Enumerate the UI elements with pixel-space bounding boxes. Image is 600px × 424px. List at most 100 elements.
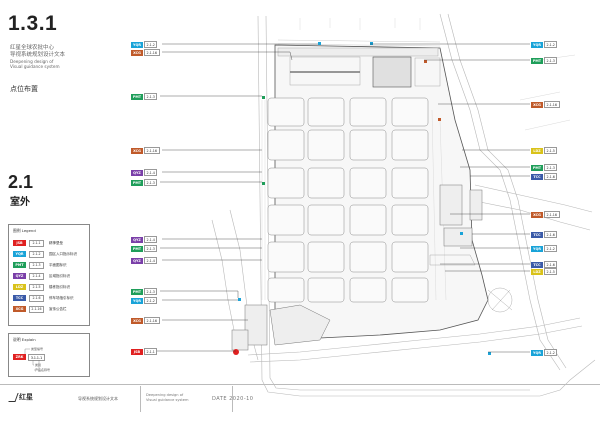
callout-code: XCG [131,49,143,56]
callout-code: QYZ [131,257,143,264]
footer-desc-line-2: Visual guidance system [146,397,189,402]
explain-box: 说明 Explain ZRK 3.1.1-1 类型编号 类别 产品名称号 [8,333,90,377]
callout-code: PMT [531,57,543,64]
callout-code: XCG [531,101,543,108]
callout-num: 2.1.16 [144,317,160,324]
callout-num: 2.1.16 [544,211,560,218]
legend-code: YQR [13,251,26,257]
legend-name: 区域指引标识 [49,273,70,278]
legend-num: 2.1.16 [29,305,44,313]
legend-num: 2.1.1 [29,239,44,247]
explain-note-product: 产品名称号 [35,368,51,372]
footer-desc-line-1: Deepening design of [146,393,184,397]
callout-num: 2.1.5 [544,268,558,275]
doc-title-en-2: Visual guidance system [10,64,60,69]
callout-code: TCC [531,231,543,238]
footer-logo-text: 红星 [19,393,33,401]
callout-num: 2.1.3 [144,288,158,295]
legend-name: 园区入口指示标识 [49,251,77,256]
callout-code: YQR [531,245,543,252]
callout-num: 2.1.6 [544,173,558,180]
callout-num: 2.1.2 [144,41,158,48]
location-title: 点位布置 [10,85,38,93]
callout-code: LDZ [531,268,543,275]
callout-code: PMT [131,179,143,186]
callout-code: PMT [131,288,143,295]
legend-num: 2.1.4 [29,272,44,280]
logo-mark-icon [8,392,19,402]
footer-separator-1 [140,386,141,412]
callout-num: 2.1.16 [144,147,160,154]
callout-num: 2.1.1 [144,348,158,355]
callout-code: QYZ [131,169,143,176]
callout-code: TCC [531,261,543,268]
callout-code: XCG [131,317,143,324]
callout-code: XCG [531,211,543,218]
legend-code: TCC [13,295,26,301]
callout-num: 2.1.3 [144,179,158,186]
project-title-block: 红星全球农批中心 导视系统规划设计文本 Deepening design of … [10,45,65,69]
callout-num: 2.1.4 [144,236,158,243]
legend-num: 2.1.6 [29,294,44,302]
legend-code: QYZ [13,273,26,279]
callout-num: 2.1.3 [144,245,158,252]
legend-title: 图例 Legend [13,228,36,233]
legend-name: 楼栋指引标识 [49,284,70,289]
callout-num: 2.1.2 [144,297,158,304]
subsection-number: 2.1 [8,172,34,192]
callout-code: YQR [131,41,143,48]
callout-code: PMT [131,93,143,100]
callout-num: 2.1.4 [144,169,158,176]
legend-name: 精神堡垒 [49,240,63,245]
legend-code: XCG [13,306,26,312]
legend-code: PMT [13,262,26,268]
callout-num: 2.1.3 [544,164,558,171]
explain-leader-lines [24,348,40,371]
callout-num: 2.1.3 [144,93,158,100]
legend-code: LDZ [13,284,26,290]
project-name: 红星全球农批中心 [10,45,55,51]
legend-num: 2.1.5 [29,283,44,291]
callout-code: QYZ [131,236,143,243]
legend-name: 停车场指引标识 [49,295,74,300]
subsection-label: 室外 [10,197,30,208]
callout-code: YQR [531,41,543,48]
callout-code: LDZ [531,147,543,154]
callout-num: 2.1.16 [544,101,560,108]
callout-code: XCG [131,147,143,154]
footer-logo: 红星 [8,392,33,402]
legend-name: 平面图标识 [49,262,67,267]
callout-num: 2.1.4 [144,257,158,264]
callout-num: 2.1.2 [544,349,558,356]
callout-code: YQR [531,349,543,356]
explain-note-category: 类别 [35,363,42,367]
footer-divider [0,384,600,385]
footer-date: DATE 2020-10 [212,396,254,402]
